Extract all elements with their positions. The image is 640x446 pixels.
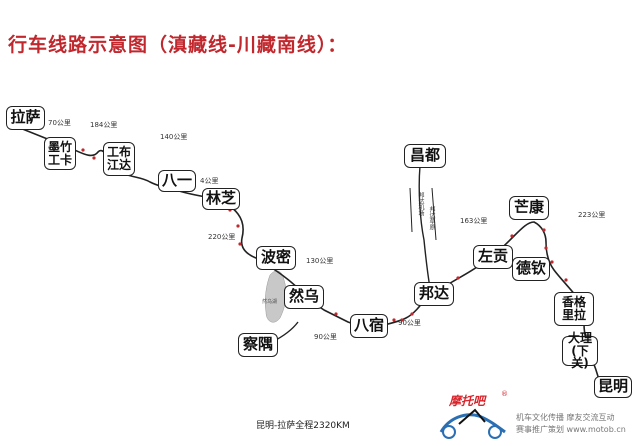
- pass-band: [409, 187, 437, 241]
- distance-label: 70公里: [48, 119, 71, 127]
- lake-label: 然乌湖: [262, 299, 278, 305]
- city-zuogong: 左贡: [473, 245, 513, 269]
- distance-label: 90公里: [398, 319, 421, 327]
- distance-label: 90公里: [314, 333, 337, 341]
- city-deqin: 德钦: [512, 257, 550, 281]
- page-title: 行车线路示意图（滇藏线-川藏南线）：: [8, 34, 348, 56]
- city-gongbujiangda: 工布 江达: [103, 142, 135, 176]
- route-nodes: [81, 148, 582, 328]
- city-shangrila: 香格 里拉: [554, 292, 594, 326]
- city-changdu: 昌都: [404, 144, 446, 168]
- city-linzhi: 林芝: [202, 188, 240, 210]
- distance-label: 130公里: [306, 257, 334, 265]
- watermark-line-1: 机车文化传播 摩友交流互动: [516, 413, 615, 422]
- city-bangda: 邦达: [414, 282, 454, 306]
- city-ranwu: 然乌: [284, 285, 324, 309]
- ranwu-lake: [264, 270, 287, 323]
- pass-label-2: 邦达草原: [428, 206, 435, 230]
- distance-label: 223公里: [578, 211, 606, 219]
- changdu-branch: [418, 165, 431, 289]
- distance-label: 163公里: [460, 217, 488, 225]
- city-bomi: 波密: [256, 246, 296, 270]
- distance-label: 184公里: [90, 121, 118, 129]
- watermark-line-2: 赛事推广策划 www.motob.cn: [516, 425, 626, 434]
- city-mangkang: 芒康: [509, 196, 549, 220]
- logo-text: 摩托吧: [449, 394, 486, 408]
- brand-logo: 摩托吧 ®: [435, 390, 515, 442]
- city-bayi: 八一: [158, 170, 196, 192]
- motorcycle-icon: [439, 408, 506, 439]
- city-chayu: 察隅: [238, 333, 278, 357]
- distance-label: 140公里: [160, 133, 188, 141]
- registered-mark: ®: [501, 390, 508, 398]
- city-dali: 大理 (下关): [562, 332, 598, 370]
- distance-label: 220公里: [208, 233, 236, 241]
- city-basu: 八宿: [350, 314, 388, 338]
- footer-total: 昆明-拉萨全程2320KM: [256, 421, 350, 431]
- city-lhasa: 拉萨: [6, 106, 45, 130]
- city-kunming: 昆明: [594, 376, 632, 398]
- pass-label: 邦达机场: [417, 192, 424, 216]
- city-mozhugongka: 墨竹 工卡: [44, 137, 76, 170]
- distance-label: 4公里: [200, 177, 219, 185]
